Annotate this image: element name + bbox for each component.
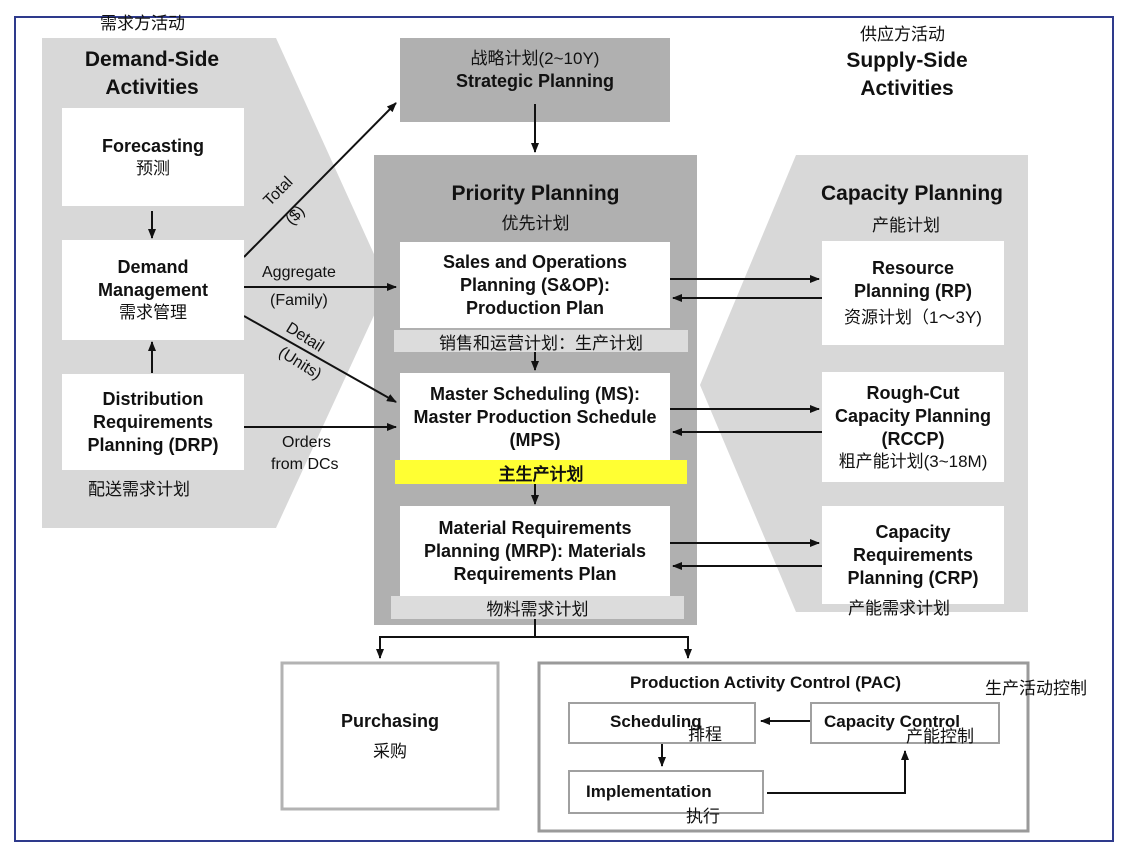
capacity-planning-cn-label: 产能计划 — [872, 216, 940, 235]
forecasting-cn-label: 预测 — [136, 158, 170, 178]
drp-box: Distribution Requirements Planning (DRP) — [62, 374, 244, 470]
purchasing-cn-label: 采购 — [373, 741, 407, 761]
forecasting-box: Forecasting 预测 — [62, 108, 244, 206]
implementation-cn-label: 执行 — [686, 807, 720, 826]
implementation-label: Implementation — [586, 782, 712, 801]
pac-cn-label: 生产活动控制 — [985, 679, 1087, 698]
sop-cn-bar: 销售和运营计划：生产计划 — [394, 330, 688, 353]
priority-planning-cn-label: 优先计划 — [501, 214, 570, 233]
strategic-planning-cn-label: 战略计划(2~10Y) — [470, 48, 600, 68]
forecasting-label: Forecasting — [101, 135, 205, 156]
demand-management-cn-label: 需求管理 — [119, 303, 187, 322]
sop-label: Sales and Operations Planning (S&OP): Pr… — [442, 251, 628, 318]
crp-cn-label: 产能需求计划 — [848, 599, 950, 618]
mrp-box: Material Requirements Planning (MRP): Ma… — [400, 506, 670, 596]
capacity-control-label: Capacity Control — [824, 712, 961, 731]
demand-side-title: Demand-Side Activities — [84, 48, 220, 99]
ms-cn-highlight: 主生产计划 — [395, 460, 687, 484]
capacity-planning-title: Capacity Planning — [820, 182, 1004, 205]
purchasing-label: Purchasing — [340, 710, 440, 731]
diagram-frame — [14, 16, 1114, 842]
drp-label: Distribution Requirements Planning (DRP) — [87, 388, 219, 455]
rp-label: Resource Planning (RP) — [854, 258, 972, 301]
sop-box: Sales and Operations Planning (S&OP): Pr… — [400, 242, 670, 328]
rccp-cn-label: 粗产能计划(3~18M) — [838, 451, 988, 471]
strategic-planning-box: 战略计划(2~10Y) Strategic Planning — [400, 42, 670, 98]
ms-label: Master Scheduling (MS): Master Productio… — [413, 383, 657, 450]
drp-cn-label: 配送需求计划 — [88, 480, 190, 499]
mrp-cn-bar: 物料需求计划 — [391, 596, 684, 619]
from-dcs-label: from DCs — [271, 456, 339, 473]
demand-management-box: Demand Management 需求管理 — [62, 240, 244, 340]
pac-title: Production Activity Control (PAC) — [630, 673, 902, 692]
rccp-label: Rough-Cut Capacity Planning (RCCP) — [834, 382, 992, 449]
scheduling-cn-label: 排程 — [688, 725, 722, 744]
strategic-planning-label: Strategic Planning — [455, 70, 615, 91]
implementation-box: Implementation — [568, 770, 764, 814]
aggregate-label: Aggregate — [262, 264, 336, 281]
capacity-control-box: Capacity Control 产能控制 — [810, 702, 1000, 746]
purchasing-box: Purchasing 采购 — [285, 666, 495, 806]
scheduling-label: Scheduling — [610, 712, 702, 731]
priority-planning-title: Priority Planning — [451, 182, 620, 205]
supply-side-title: Supply-Side Activities — [846, 49, 968, 100]
crp-label: Capacity Requirements Planning (CRP) — [847, 521, 979, 588]
capacity-control-cn-label: 产能控制 — [906, 727, 974, 746]
rp-box: Resource Planning (RP) 资源计划（1～3Y) — [822, 241, 1004, 345]
demand-management-label: Demand Management — [97, 257, 209, 300]
rccp-box: Rough-Cut Capacity Planning (RCCP) 粗产能计划… — [822, 372, 1004, 482]
purchasing-panel — [280, 661, 500, 811]
rp-cn-label: 资源计划（1～3Y) — [844, 308, 982, 327]
ms-box: Master Scheduling (MS): Master Productio… — [400, 373, 670, 461]
demand-side-cn-label: 需求方活动 — [100, 14, 185, 33]
family-label: (Family) — [270, 292, 328, 309]
scheduling-box: Scheduling 排程 — [568, 702, 756, 744]
mrp-label: Material Requirements Planning (MRP): Ma… — [423, 517, 647, 584]
supply-side-cn-label: 供应方活动 — [860, 25, 945, 44]
crp-box: Capacity Requirements Planning (CRP) — [822, 506, 1004, 604]
orders-label: Orders — [282, 434, 331, 451]
